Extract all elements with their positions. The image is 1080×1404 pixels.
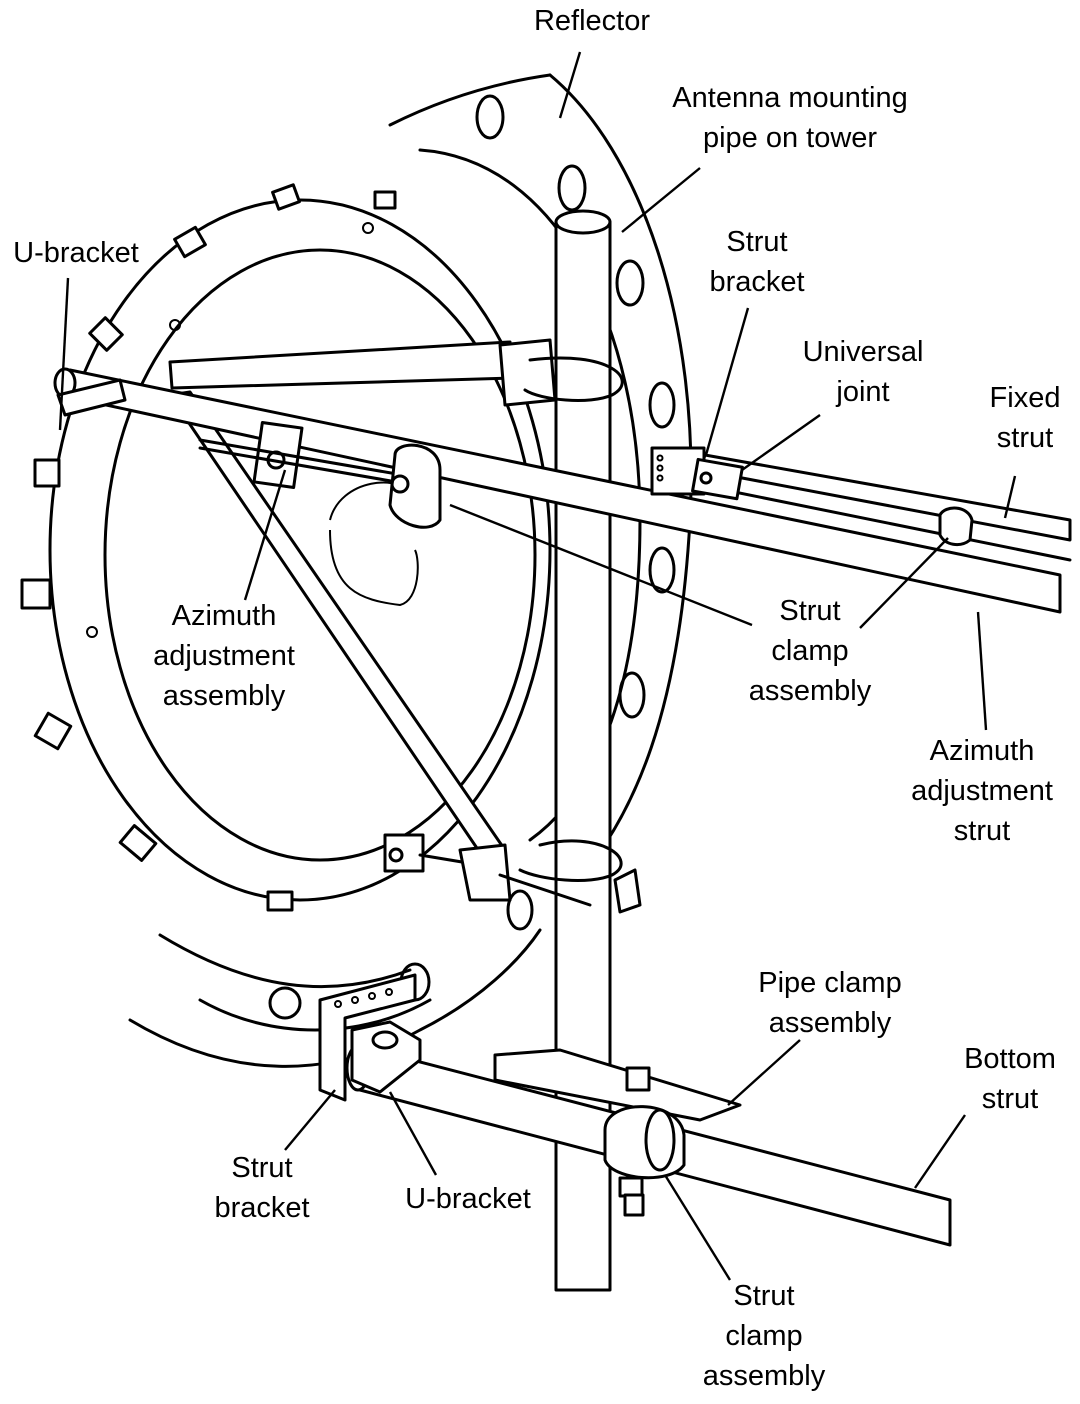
universal-joint — [691, 457, 744, 501]
label-antenna-pipe: Antenna mounting pipe on tower — [672, 82, 907, 154]
label-fixed-strut-line-2: strut — [997, 422, 1053, 454]
label-u-bracket-top-line-1: U-bracket — [13, 237, 139, 269]
label-fixed-strut-line-1: Fixed — [990, 382, 1061, 414]
label-bottom-strut-line-1: Bottom — [964, 1043, 1056, 1075]
label-azimuth-strut: Azimuth adjustment strut — [911, 735, 1053, 847]
label-antenna-pipe-line-1: Antenna mounting — [672, 82, 907, 114]
label-universal-joint-line-1: Universal — [803, 336, 924, 368]
label-strut-clamp-bottom-line-3: assembly — [703, 1360, 826, 1392]
label-strut-bracket-top-line-2: bracket — [709, 266, 804, 298]
azimuth-adjustment-strut — [53, 367, 1062, 614]
label-u-bracket-top: U-bracket — [13, 237, 139, 269]
label-reflector: Reflector — [534, 5, 650, 37]
label-strut-clamp-bottom-line-2: clamp — [725, 1320, 802, 1352]
label-azimuth-strut-line-3: strut — [954, 815, 1010, 847]
label-azimuth-strut-line-1: Azimuth — [930, 735, 1035, 767]
label-strut-clamp-mid-line-3: assembly — [749, 675, 872, 707]
label-strut-bracket-top-line-1: Strut — [726, 226, 787, 258]
label-strut-bracket-bottom-line-2: bracket — [214, 1192, 309, 1224]
label-azimuth-assembly-line-2: adjustment — [153, 640, 295, 672]
label-pipe-clamp-line-2: assembly — [769, 1007, 892, 1039]
ring-clips — [20, 183, 397, 912]
u-bracket-bottom — [350, 1020, 422, 1094]
label-strut-bracket-bottom-line-1: Strut — [231, 1152, 292, 1184]
label-pipe-clamp: Pipe clamp assembly — [758, 967, 901, 1039]
leader-lines — [58, 51, 1017, 1281]
label-u-bracket-bottom: U-bracket — [405, 1183, 531, 1215]
label-azimuth-assembly-line-3: assembly — [163, 680, 286, 712]
label-azimuth-assembly: Azimuth adjustment assembly — [153, 600, 295, 712]
label-strut-clamp-bottom-line-1: Strut — [733, 1280, 794, 1312]
pipe-clamp-plate — [493, 1048, 742, 1122]
label-strut-clamp-mid-line-2: clamp — [771, 635, 848, 667]
label-strut-bracket-bottom: Strut bracket — [214, 1152, 309, 1224]
strut-bracket-bottom — [318, 973, 417, 1102]
upper-bracket-bar — [168, 338, 624, 407]
label-strut-clamp-bottom: Strut clamp assembly — [703, 1280, 826, 1392]
u-bracket-top — [56, 378, 127, 417]
label-azimuth-strut-line-2: adjustment — [911, 775, 1053, 807]
azimuth-adjustment-assembly — [198, 421, 422, 489]
label-antenna-pipe-line-2: pipe on tower — [703, 122, 877, 154]
lower-mid-clamp — [383, 833, 642, 914]
label-fixed-strut: Fixed strut — [990, 382, 1061, 454]
fixed-strut-clamp — [938, 506, 974, 547]
strut-clamp-mid — [388, 443, 442, 529]
label-strut-bracket-top: Strut bracket — [709, 226, 804, 298]
label-azimuth-assembly-line-1: Azimuth — [172, 600, 277, 632]
label-reflector-line-1: Reflector — [534, 5, 650, 37]
label-universal-joint: Universal joint — [803, 336, 924, 408]
label-universal-joint-line-2: joint — [835, 376, 889, 408]
label-strut-clamp-mid: Strut clamp assembly — [749, 595, 872, 707]
strut-clamp-bottom — [603, 1105, 686, 1217]
label-u-bracket-bottom-line-1: U-bracket — [405, 1183, 531, 1215]
label-bottom-strut: Bottom strut — [964, 1043, 1056, 1115]
label-bottom-strut-line-2: strut — [982, 1083, 1038, 1115]
label-pipe-clamp-line-1: Pipe clamp — [758, 967, 901, 999]
label-strut-clamp-mid-line-1: Strut — [779, 595, 840, 627]
